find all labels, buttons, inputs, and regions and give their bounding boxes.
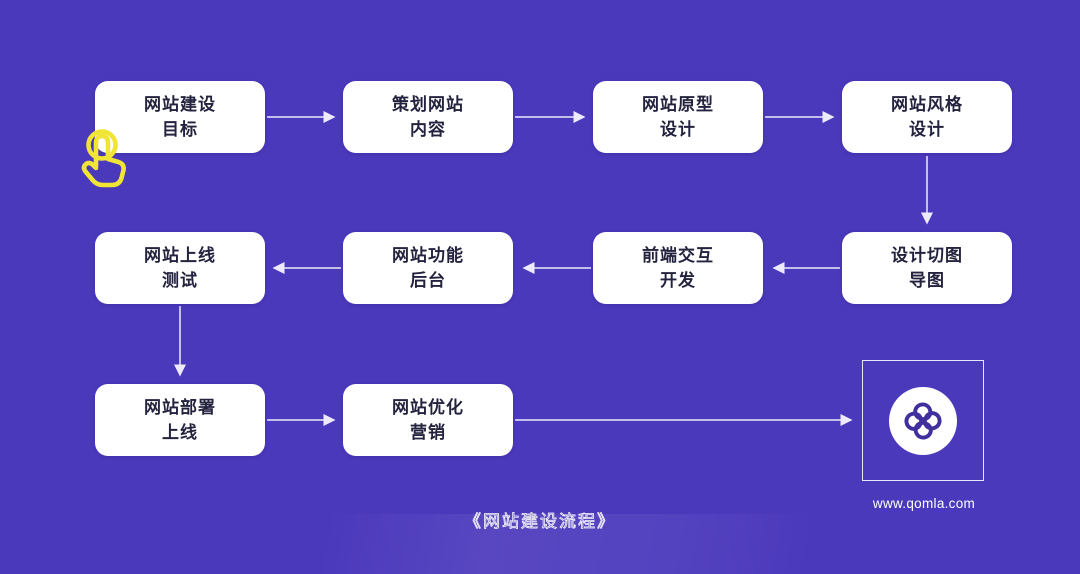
node-label-line: 前端交互: [642, 246, 714, 265]
flow-node-plan: 策划网站 内容: [343, 81, 513, 153]
node-label-line: 网站功能: [392, 246, 464, 265]
flow-node-launch-test: 网站上线 测试: [95, 232, 265, 304]
node-label-line: 网站风格: [891, 95, 963, 114]
tap-hand-outline: [81, 133, 126, 188]
node-label-line: 内容: [410, 120, 446, 139]
node-label-line: 网站原型: [642, 95, 714, 114]
node-label-line: 导图: [909, 271, 945, 290]
website-url: www.qomla.com: [872, 496, 976, 511]
flow-node-backend: 网站功能 后台: [343, 232, 513, 304]
node-label-line: 目标: [162, 120, 198, 139]
node-label-line: 网站部署: [144, 398, 216, 417]
node-label-line: 策划网站: [392, 95, 464, 114]
logo-frame: [862, 360, 984, 481]
logo-circle: [889, 386, 957, 455]
diagram-caption: 《网站建设流程》: [464, 512, 616, 532]
flow-node-style: 网站风格 设计: [842, 81, 1012, 153]
qomla-logo-icon: [904, 402, 942, 439]
node-label-line: 网站建设: [144, 95, 216, 114]
tap-ring: [86, 129, 118, 161]
node-label-line: 设计: [909, 120, 945, 139]
node-label-line: 营销: [410, 423, 446, 442]
flow-node-deploy: 网站部署 上线: [95, 384, 265, 456]
flow-node-goal: 网站建设 目标: [95, 81, 265, 153]
node-label-line: 设计: [660, 120, 696, 139]
node-label-line: 网站优化: [392, 398, 464, 417]
tap-hand-icon: [81, 129, 126, 188]
flow-node-frontend: 前端交互 开发: [593, 232, 763, 304]
node-label-line: 开发: [660, 271, 696, 290]
node-label-line: 上线: [162, 423, 198, 442]
flow-node-marketing: 网站优化 营销: [343, 384, 513, 456]
node-label-line: 测试: [162, 271, 198, 290]
node-label-line: 设计切图: [891, 246, 963, 265]
node-label-line: 网站上线: [144, 246, 216, 265]
flow-node-prototype: 网站原型 设计: [593, 81, 763, 153]
flow-node-slicing: 设计切图 导图: [842, 232, 1012, 304]
node-label-line: 后台: [410, 271, 446, 290]
